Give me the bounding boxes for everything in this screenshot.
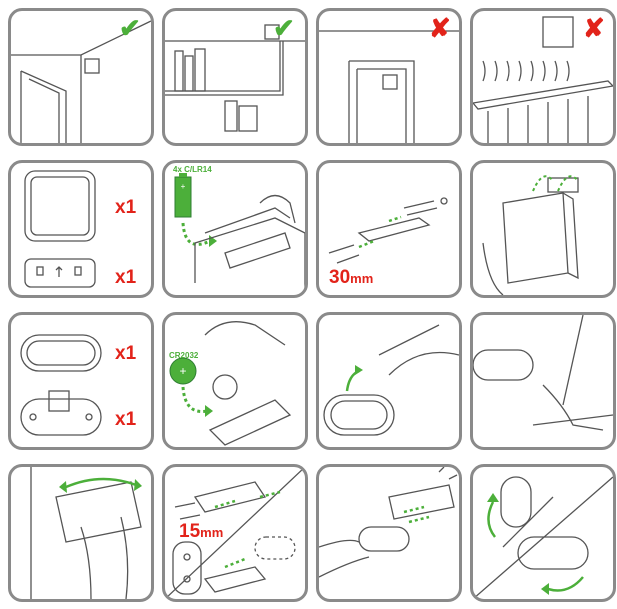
panel-mark-position bbox=[470, 312, 616, 450]
panel-box-contents-main: x1 x1 bbox=[8, 160, 154, 298]
fix-bracket-illustration bbox=[165, 467, 305, 599]
screw-spacing-label: 30mm bbox=[329, 267, 374, 288]
coin-cell-type-label: CR2032 bbox=[169, 351, 199, 360]
panel-door-frame-not-ok: ✘ bbox=[316, 8, 462, 146]
mark-position-illustration bbox=[473, 315, 613, 431]
panel-fix-bracket: 15mm bbox=[162, 464, 308, 602]
panel-attach-button bbox=[316, 464, 462, 602]
check-icon: ✔ bbox=[119, 13, 141, 43]
quantity-label: x1 bbox=[115, 343, 137, 364]
panel-radiator-not-ok: ✘ bbox=[470, 8, 616, 146]
panel-screw-bracket: 30mm bbox=[316, 160, 462, 298]
panel-insert-batteries: + 4x C/LR14 bbox=[162, 160, 308, 298]
panel-box-contents-button: x1 x1 bbox=[8, 312, 154, 450]
panel-clean-surface bbox=[8, 464, 154, 602]
panel-button-cover bbox=[316, 312, 462, 450]
quantity-label: x1 bbox=[115, 197, 137, 218]
panel-mount-unit bbox=[470, 160, 616, 298]
battery-plus-sign: + bbox=[181, 182, 186, 191]
button-cover-illustration bbox=[323, 324, 459, 436]
coin-cell-insertion-illustration: + bbox=[169, 321, 292, 446]
screw-spacing-label: 15mm bbox=[179, 521, 224, 542]
panel-corner-ok: ✔ bbox=[8, 8, 154, 146]
wipe-surface-illustration bbox=[30, 467, 142, 599]
bookshelf-illustration bbox=[165, 24, 305, 132]
coin-cell-plus-sign: + bbox=[179, 364, 186, 378]
wall-corner-illustration bbox=[11, 20, 151, 143]
quantity-label: x1 bbox=[115, 267, 137, 288]
attach-button-illustration bbox=[319, 467, 458, 578]
quantity-label: x1 bbox=[115, 409, 137, 430]
main-unit-and-bracket-illustration bbox=[24, 170, 96, 288]
battery-insertion-illustration: + bbox=[174, 173, 305, 295]
cross-icon: ✘ bbox=[429, 13, 451, 43]
panel-remove-button bbox=[470, 464, 616, 602]
panel-insert-coin-cell: + CR2032 bbox=[162, 312, 308, 450]
check-icon: ✔ bbox=[273, 13, 295, 43]
cross-icon: ✘ bbox=[583, 13, 605, 43]
remove-button-illustration bbox=[473, 476, 613, 599]
mount-unit-illustration bbox=[482, 175, 579, 295]
radiator-heat-illustration bbox=[473, 16, 613, 143]
panel-shelf-ok: ✔ bbox=[162, 8, 308, 146]
push-button-and-bracket-illustration bbox=[20, 334, 102, 436]
door-frame-illustration bbox=[319, 30, 459, 143]
battery-type-label: 4x C/LR14 bbox=[173, 165, 212, 174]
screw-bracket-illustration bbox=[328, 197, 448, 264]
